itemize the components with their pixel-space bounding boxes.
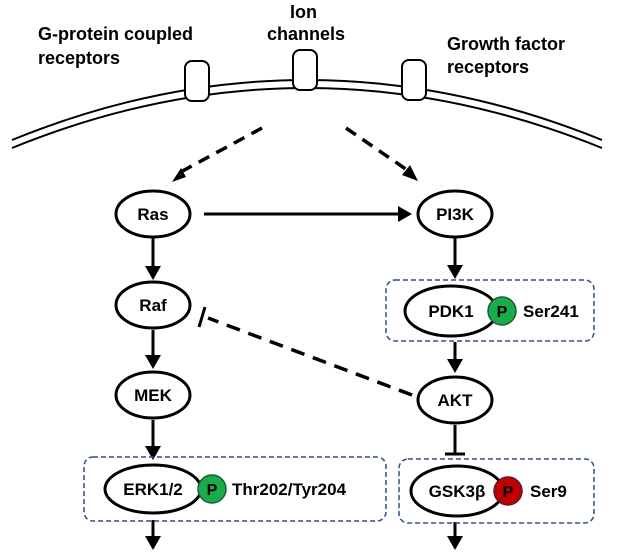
inhibition-akt-to-raf (207, 316, 413, 397)
arrowhead-mek-to-erk (145, 446, 161, 460)
pdk1-phospho-circle (487, 296, 517, 326)
arrowhead-ras-to-raf (145, 266, 161, 280)
node-erk-label: ERK1/2 (123, 480, 183, 499)
node-ras-label: Ras (137, 205, 168, 224)
arrowhead-ras-to-pi3k (398, 206, 412, 222)
arrowhead-erk-downstream (145, 536, 161, 550)
node-akt-label: AKT (438, 391, 474, 410)
erk-phospho-badge: P (197, 474, 227, 504)
erk-phospho-site: Thr202/Tyr204 (232, 480, 347, 499)
gsk3b-phospho-badge: P (493, 476, 523, 506)
ion-channels-label: Ion channels (267, 2, 345, 44)
node-raf-label: Raf (139, 296, 167, 315)
arrowhead-pi3k-to-pdk1 (447, 265, 463, 279)
erk-phospho-box (83, 456, 387, 522)
node-gsk3b-label: GSK3β (429, 482, 486, 501)
dashed-arrowhead-left (172, 168, 186, 182)
growth-factor-receptor (401, 59, 427, 101)
node-mek: MEK (114, 370, 192, 420)
node-ras: Ras (114, 189, 192, 239)
node-raf: Raf (114, 280, 192, 330)
growth-factor-receptors-label: Growth factor receptors (447, 34, 570, 77)
erk-phospho-circle (197, 474, 227, 504)
dashed-arrow-to-pi3k (345, 126, 411, 174)
node-erk: ERK1/2 (103, 463, 203, 515)
arrowhead-pdk1-to-akt (447, 359, 463, 373)
node-mek-label: MEK (134, 386, 173, 405)
gpcr-label: G-protein coupled receptors (38, 24, 198, 68)
pdk1-phospho-site: Ser241 (523, 302, 579, 321)
arrowhead-gsk3b-downstream (447, 536, 463, 550)
inhibition-bar-raf (197, 306, 207, 328)
node-pdk1-label: PDK1 (428, 302, 473, 321)
node-pi3k-label: PI3K (436, 205, 475, 224)
gsk3b-phospho-site: Ser9 (530, 482, 567, 501)
gpcr-receptor (184, 60, 210, 102)
pdk1-phospho-box (385, 279, 595, 342)
dashed-arrow-to-ras (176, 126, 263, 176)
gsk3b-phospho-box (398, 458, 595, 524)
pdk1-phospho-label: P (497, 304, 508, 321)
erk-phospho-label: P (207, 482, 218, 499)
arrowhead-raf-to-mek (145, 355, 161, 369)
gsk3b-phospho-label: P (503, 484, 514, 501)
dashed-arrowhead-right (402, 165, 418, 181)
ion-channel-receptor (292, 49, 318, 91)
gsk3b-phospho-circle (493, 476, 523, 506)
pdk1-phospho-badge: P (487, 296, 517, 326)
node-pdk1: PDK1 (403, 284, 499, 338)
node-akt: AKT (416, 375, 494, 425)
node-pi3k: PI3K (416, 189, 494, 239)
node-gsk3b: GSK3β (409, 464, 505, 518)
